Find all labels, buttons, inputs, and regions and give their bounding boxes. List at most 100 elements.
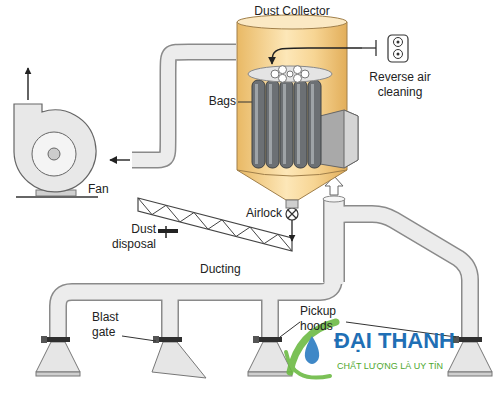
bag-highlight — [283, 84, 286, 164]
bag-opening — [279, 74, 287, 82]
watermark: CHẤT LƯỢNG LÀ UY TÍN — [337, 360, 497, 372]
pickup-hood — [152, 342, 206, 378]
control-line — [362, 47, 376, 48]
gate-handle — [253, 336, 259, 343]
logo-drop — [305, 336, 319, 364]
blast-gate — [458, 337, 482, 342]
filter-bag — [252, 80, 265, 168]
logo-swoosh — [290, 322, 336, 372]
bag-opening — [294, 66, 302, 74]
hoods — [36, 342, 492, 378]
part-label: Ducting — [200, 262, 260, 277]
bag-highlight — [269, 84, 272, 164]
reverse-air-control: Reverse air cleaning — [362, 34, 438, 106]
watermark: ĐẠI THANH — [334, 328, 494, 353]
controller-dial — [397, 41, 400, 44]
part-label: Blast gate — [92, 310, 134, 340]
main-duct — [58, 278, 334, 343]
discharge-arrow — [291, 220, 292, 241]
filter-bag — [266, 80, 279, 168]
bag-opening — [294, 74, 302, 82]
fan: Fan — [6, 96, 110, 202]
part-label: Dust disposal — [98, 222, 156, 252]
discharge-spout — [165, 226, 167, 238]
conveyor-truss — [138, 198, 292, 251]
filter-bag — [308, 80, 321, 168]
filter-bags: Bags — [246, 64, 334, 174]
controller-dial — [397, 53, 400, 56]
controller-symbol — [388, 35, 408, 62]
airlock-symbol — [288, 210, 296, 218]
control-tick — [375, 40, 376, 56]
exhaust-arrow — [27, 68, 28, 100]
fan-base — [16, 196, 98, 198]
controller-dial — [394, 38, 403, 47]
flow-arrow — [110, 159, 130, 160]
node-label: Fan — [88, 182, 112, 197]
leader-line — [346, 322, 456, 337]
branch-duct — [163, 290, 178, 343]
node-label: Reverse air cleaning — [362, 70, 438, 100]
node-label: Bags — [192, 94, 236, 109]
controller-dial — [394, 50, 403, 59]
main-duct — [58, 278, 334, 342]
watermark-logo — [286, 322, 336, 378]
blast-gates — [41, 336, 482, 343]
bag-highlight — [311, 84, 314, 164]
branch-duct — [263, 290, 278, 343]
hopper-neck — [286, 200, 298, 208]
bag-highlight — [297, 84, 300, 164]
fan-hub — [48, 148, 60, 160]
blast-gate — [158, 337, 182, 342]
airlock-symbol — [286, 208, 298, 220]
blast-gate — [258, 337, 282, 342]
duct-outline — [58, 198, 470, 342]
control-line — [272, 48, 362, 64]
discharge-spout — [158, 229, 178, 233]
branch-duct — [334, 214, 470, 343]
branch-duct — [334, 214, 470, 342]
part-label: Pickup hoods — [300, 304, 348, 334]
fan-housing — [14, 104, 96, 192]
pickup-hood — [448, 342, 492, 372]
leader-line — [238, 102, 252, 103]
hopper-seam — [237, 170, 347, 176]
duct-connector — [110, 52, 236, 160]
node-label: Dust Collector — [236, 4, 348, 19]
hood-lip — [448, 372, 492, 376]
blast-gate — [46, 337, 70, 342]
duct-fill — [132, 52, 236, 160]
hood-lip — [36, 372, 80, 376]
leader-line — [122, 336, 156, 341]
collector-inlet — [344, 110, 358, 168]
riser-duct — [325, 199, 344, 284]
bag-opening — [287, 71, 293, 77]
bag-opening — [301, 70, 309, 78]
filter-bags-shape — [246, 64, 334, 174]
tube-sheet — [248, 66, 332, 82]
collector-body — [237, 22, 347, 200]
gate-handle — [153, 336, 159, 343]
flow-arrow — [272, 48, 362, 64]
screw-conveyor — [138, 198, 292, 251]
filter-bag — [294, 80, 307, 168]
pickup-hood — [36, 342, 80, 372]
bag-opening — [279, 66, 287, 74]
part-label: Airlock — [222, 206, 282, 221]
bag-highlight — [255, 84, 258, 164]
filter-bag — [280, 80, 293, 168]
collector-inlet — [320, 110, 358, 168]
leader-line — [280, 322, 300, 337]
gate-handle — [41, 336, 47, 343]
duct-fill — [58, 199, 470, 343]
bag-opening — [271, 70, 279, 78]
hood-lip — [248, 372, 292, 376]
duct-outline — [132, 52, 236, 160]
dust-collector: Dust CollectorBags — [236, 4, 348, 210]
duct-inlet — [323, 196, 345, 202]
fan-inlet — [32, 132, 76, 176]
